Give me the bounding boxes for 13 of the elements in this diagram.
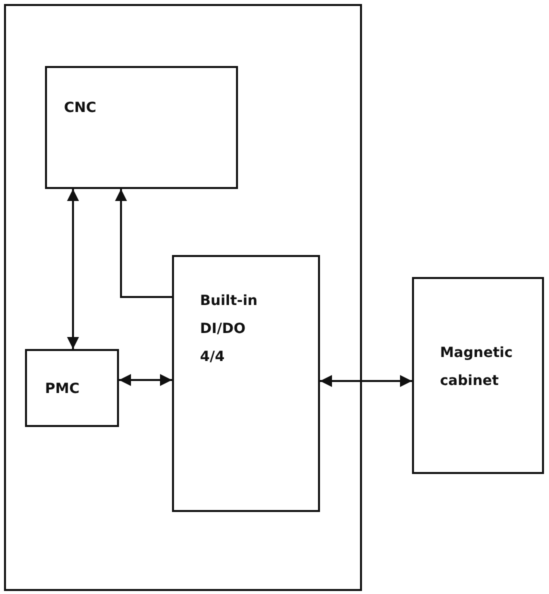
block-label: CNC [64,99,98,118]
block-label: Built-in DI/DO 4/4 [200,292,259,367]
arrow [67,189,79,349]
block-box [45,66,238,189]
block-label: PMC [45,380,80,399]
arrow [320,375,412,387]
block-box [25,349,119,427]
arrow [115,189,172,298]
arrow [119,374,172,386]
block-box [172,255,320,512]
block-label: Magnetic cabinet [440,344,514,391]
block-box [412,277,544,474]
enclosure-box [4,4,362,591]
